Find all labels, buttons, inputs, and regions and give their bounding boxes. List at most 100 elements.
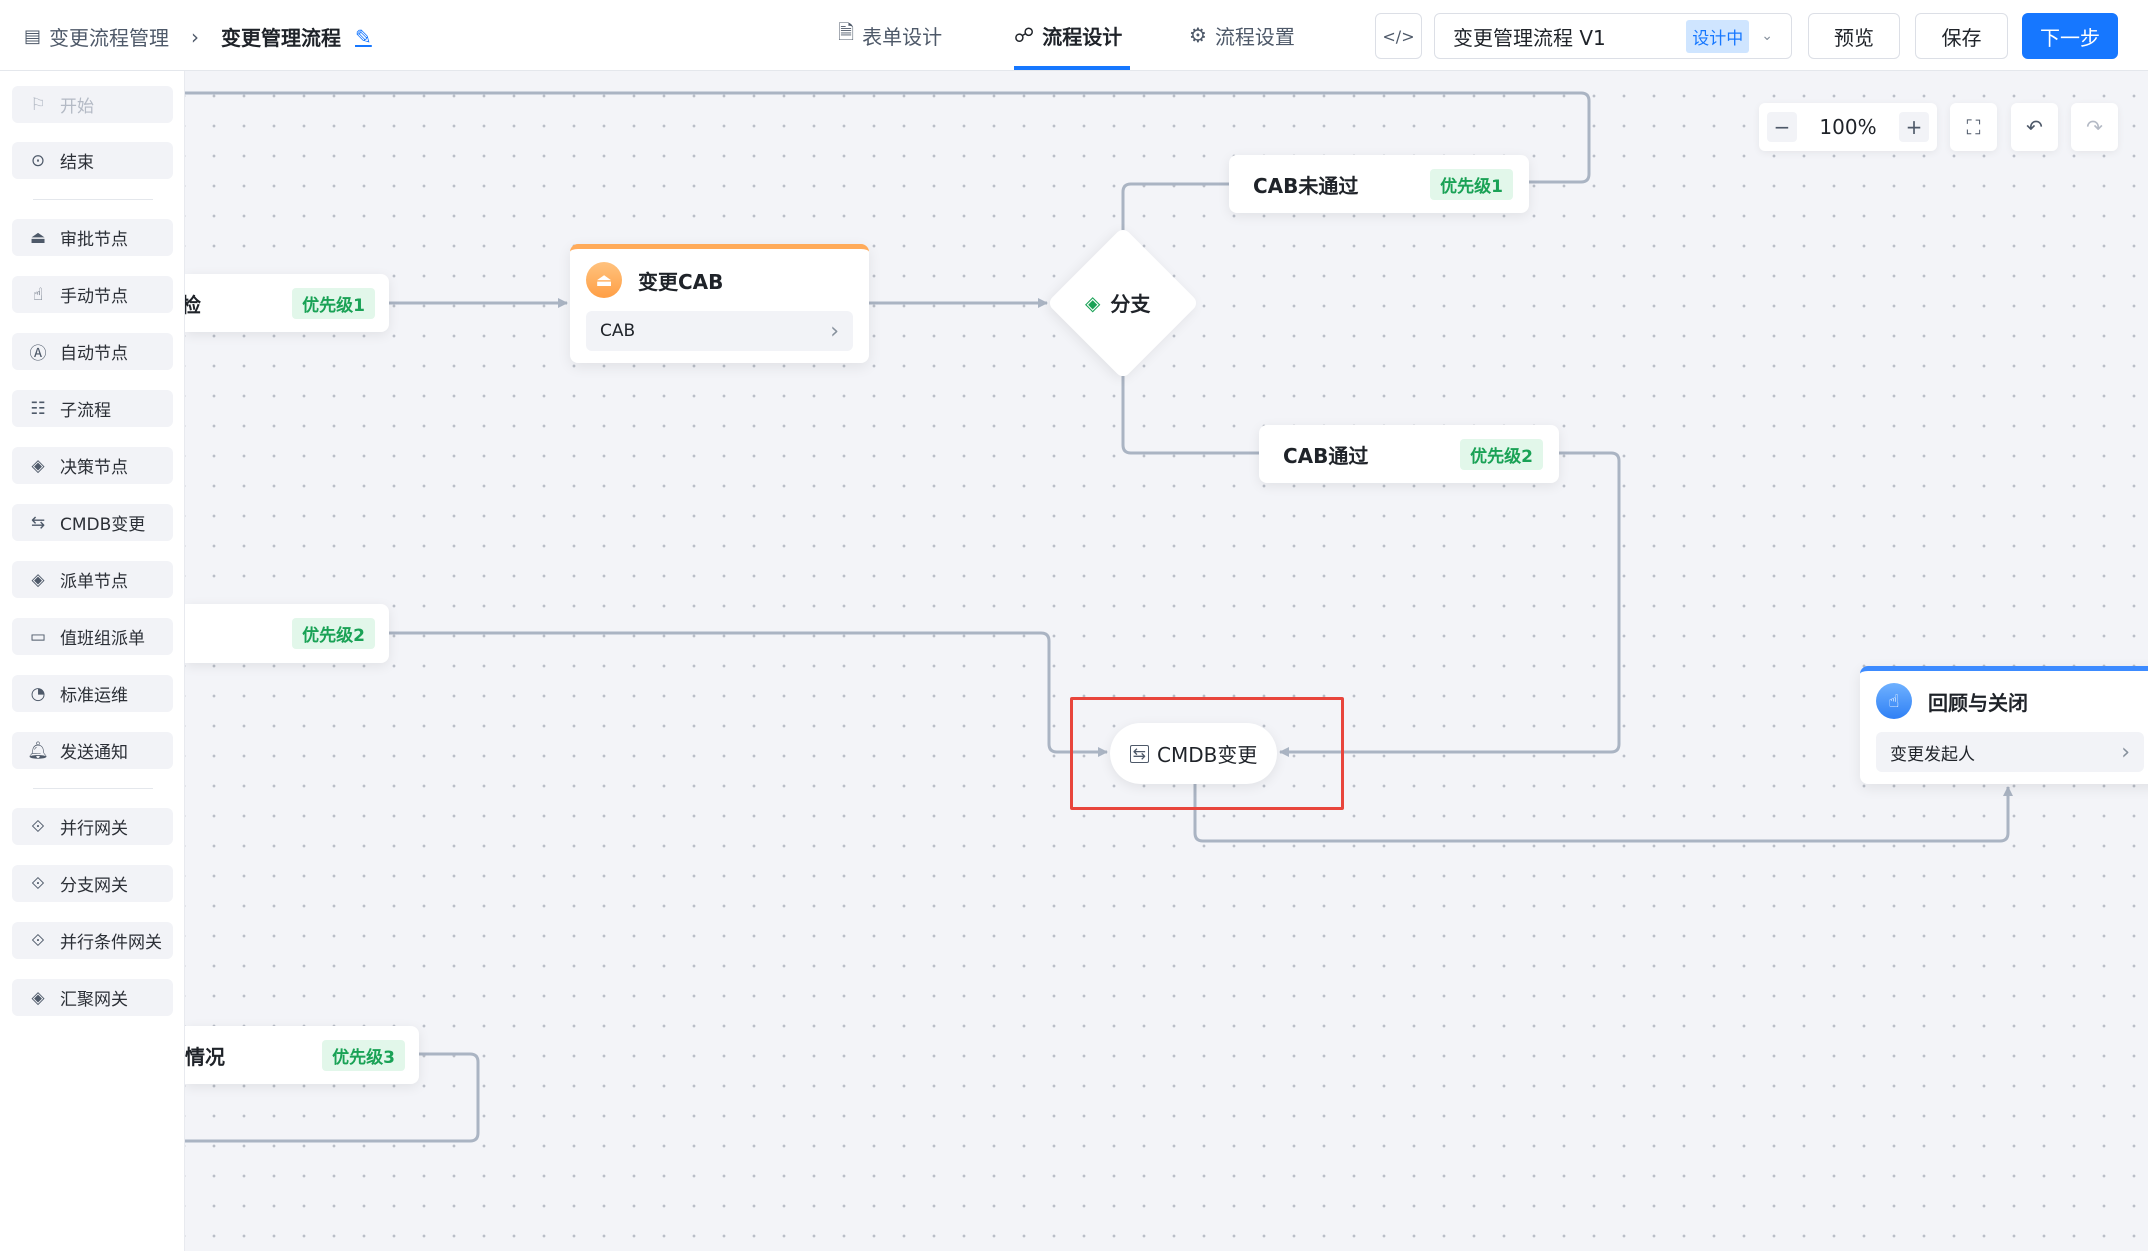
code-view-button[interactable]: </> [1375, 13, 1422, 59]
undo-button[interactable]: ↶ [2011, 103, 2058, 151]
gateway-circle-icon: ⟐ [31, 930, 45, 951]
cab-approval-card[interactable]: ⏏ 变更CAB CAB › [570, 244, 869, 363]
gateway-x-icon: ⟐ [31, 873, 45, 894]
gateway-title: 分支 [1110, 292, 1151, 316]
palette-item-subprocess[interactable]: ☷子流程 [12, 390, 173, 427]
auto-icon: Ⓐ [29, 344, 47, 364]
top-header: ▤ 变更流程管理 › 变更管理流程 ✎ 🗎表单设计 ☍ 流程设计 ⚙流程设置 </… [0, 0, 2148, 71]
label: 开始 [60, 97, 94, 117]
condition-cab-reject[interactable]: CAB未通过 优先级1 [1229, 155, 1529, 213]
zoom-control: − 100% + [1759, 103, 1937, 151]
flow-node-left3[interactable]: 情况 优先级3 [185, 1026, 419, 1084]
edit-icon[interactable]: ✎ [355, 24, 372, 49]
palette-item-start[interactable]: ⚐开始 [12, 86, 173, 123]
label: 并行条件网关 [60, 933, 162, 953]
label: 发送通知 [60, 743, 128, 763]
status-badge: 设计中 [1686, 19, 1750, 53]
list-icon: ▤ [24, 26, 42, 47]
edge-left3-loop [185, 1052, 480, 1143]
calendar-icon: ▭ [29, 626, 47, 647]
label: 并行网关 [60, 819, 128, 839]
preview-button[interactable]: 预览 [1808, 13, 1900, 59]
hand-icon: ☝ [32, 284, 44, 305]
save-button[interactable]: 保存 [1915, 13, 2008, 59]
highlight-box [1070, 697, 1344, 810]
label: 分支网关 [60, 876, 128, 896]
palette-item-dispatch[interactable]: ◈派单节点 [12, 561, 173, 598]
diamond-icon: ◈ [31, 569, 45, 590]
card-title: 变更CAB [638, 269, 724, 294]
palette-item-cmdb[interactable]: ⇆CMDB变更 [12, 504, 173, 541]
bell-icon: 🔔︎ [27, 740, 49, 761]
palette-item-parallel-condition-gateway[interactable]: ⟐ 并行条件网关 [12, 922, 173, 959]
gateway-x-icon: ◈ [1085, 290, 1101, 315]
palette-item-end[interactable]: ⊙结束 [12, 142, 173, 179]
code-icon: </> [1382, 26, 1415, 46]
stop-circle-icon: ⊙ [30, 150, 46, 171]
review-close-card[interactable]: ☝ 回顾与关闭 变更发起人 › [1860, 666, 2148, 784]
palette-item-branch-gateway[interactable]: ⟐ 分支网关 [12, 865, 173, 902]
card-title: 回顾与关闭 [1928, 690, 2028, 715]
chevron-right-icon: › [191, 24, 200, 49]
condition-cab-pass[interactable]: CAB通过 优先级2 [1259, 425, 1559, 483]
cmdb-change-node[interactable]: ⇆ CMDB变更 [1110, 723, 1277, 784]
condition-title: CAB通过 [1283, 443, 1369, 468]
zoom-level: 100% [1819, 115, 1877, 139]
active-tab-indicator [1014, 66, 1130, 70]
redo-button[interactable]: ↷ [2071, 103, 2118, 151]
edge-branch-to-reject [1121, 182, 1229, 244]
version-select[interactable]: 变更管理流程 V1 设计中 ⌄ [1434, 13, 1792, 59]
palette-item-standard-ops[interactable]: ◔标准运维 [12, 675, 173, 712]
palette-item-duty-dispatch[interactable]: ▭ 值班组派单 [12, 618, 173, 655]
priority-tag: 优先级1 [292, 287, 375, 319]
label: 值班组派单 [60, 629, 145, 649]
cmdb-icon: ⇆ [30, 512, 46, 533]
condition-title: CAB未通过 [1253, 173, 1359, 198]
priority-tag: 优先级3 [322, 1039, 405, 1071]
fullscreen-button[interactable]: ⛶ [1950, 103, 1997, 151]
edge-pass-to-cmdb [1279, 451, 1621, 757]
palette-item-decision[interactable]: ◈ 决策节点 [12, 447, 173, 484]
subprocess-icon: ☷ [30, 398, 46, 419]
chevron-down-icon: ⌄ [1761, 28, 1773, 44]
diamond-icon: ◈ [31, 455, 45, 476]
tab-label: 流程设计 [1042, 24, 1123, 49]
node-title: 情况 [185, 1044, 225, 1069]
label: 标准运维 [60, 686, 128, 706]
cmdb-icon: ⇆ [1129, 744, 1150, 763]
divider [33, 788, 153, 789]
palette-item-merge-gateway[interactable]: ◈汇聚网关 [12, 979, 173, 1016]
flow-node-left1[interactable]: 检 优先级1 [185, 274, 389, 332]
breadcrumb-parent[interactable]: 变更流程管理 [49, 26, 170, 50]
flow-node-left2[interactable]: 优先级2 [185, 604, 389, 663]
chevron-right-icon: › [2121, 739, 2130, 765]
assignee-row[interactable]: 变更发起人 › [1876, 732, 2144, 772]
tab-form-design[interactable]: 🗎表单设计 [838, 20, 942, 50]
breadcrumb-current: 变更管理流程 [221, 26, 342, 50]
palette-item-notify[interactable]: 🔔︎ 发送通知 [12, 732, 173, 769]
tab-flow-settings[interactable]: ⚙流程设置 [1189, 20, 1295, 50]
zoom-in-button[interactable]: + [1899, 112, 1929, 142]
version-select-value: 变更管理流程 V1 [1453, 25, 1606, 50]
tab-flow-design[interactable]: ☍ 流程设计 [1014, 20, 1122, 50]
divider [33, 199, 153, 200]
branch-gateway[interactable]: ◈ 分支 [1085, 288, 1165, 317]
assignee: CAB [600, 321, 636, 341]
flow-icon: ☍ [1014, 23, 1035, 47]
palette-item-approval[interactable]: ⏏审批节点 [12, 219, 173, 256]
fullscreen-icon: ⛶ [1966, 115, 1981, 139]
edge-branch-to-pass [1121, 363, 1259, 455]
label: 决策节点 [60, 458, 128, 478]
assignee: 变更发起人 [1890, 744, 1975, 765]
flow-canvas[interactable]: 检 优先级1 ⏏ 变更CAB CAB › ◈ 分支 CAB未通过 优先级1 CA… [185, 71, 2148, 1251]
zoom-out-button[interactable]: − [1767, 112, 1797, 142]
priority-tag: 优先级2 [1460, 438, 1543, 470]
stamp-icon: ⏏ [29, 227, 47, 248]
edge-cmdb-to-review [1193, 784, 2013, 843]
palette-item-parallel-gateway[interactable]: ⟐并行网关 [12, 808, 173, 845]
palette-item-manual[interactable]: ☝手动节点 [12, 276, 173, 313]
next-step-button[interactable]: 下一步 [2022, 13, 2118, 59]
assignee-row[interactable]: CAB › [586, 311, 853, 351]
